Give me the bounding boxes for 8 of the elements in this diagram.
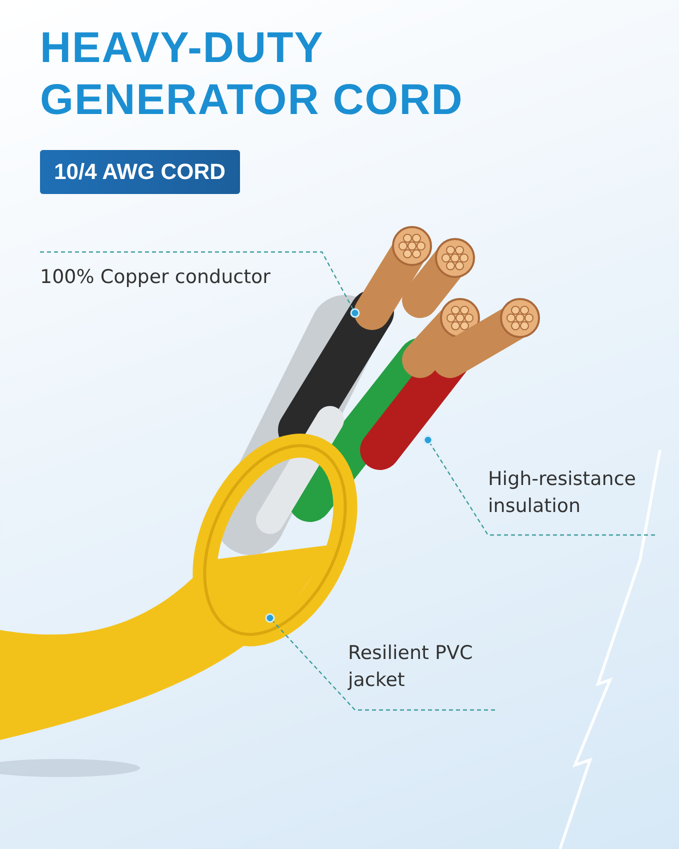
callout-label: 100% Copper conductor: [40, 265, 272, 290]
spec-badge: 10/4 AWG CORD: [40, 150, 240, 194]
leader-line: [423, 435, 655, 536]
title: HEAVY-DUTY GENERATOR CORD: [40, 23, 464, 126]
callout-label: Resilient PVC jacket: [348, 641, 474, 693]
leader-line: [265, 613, 495, 711]
callout-label: High-resistance insulation: [488, 467, 637, 519]
leader-line: [40, 251, 360, 318]
